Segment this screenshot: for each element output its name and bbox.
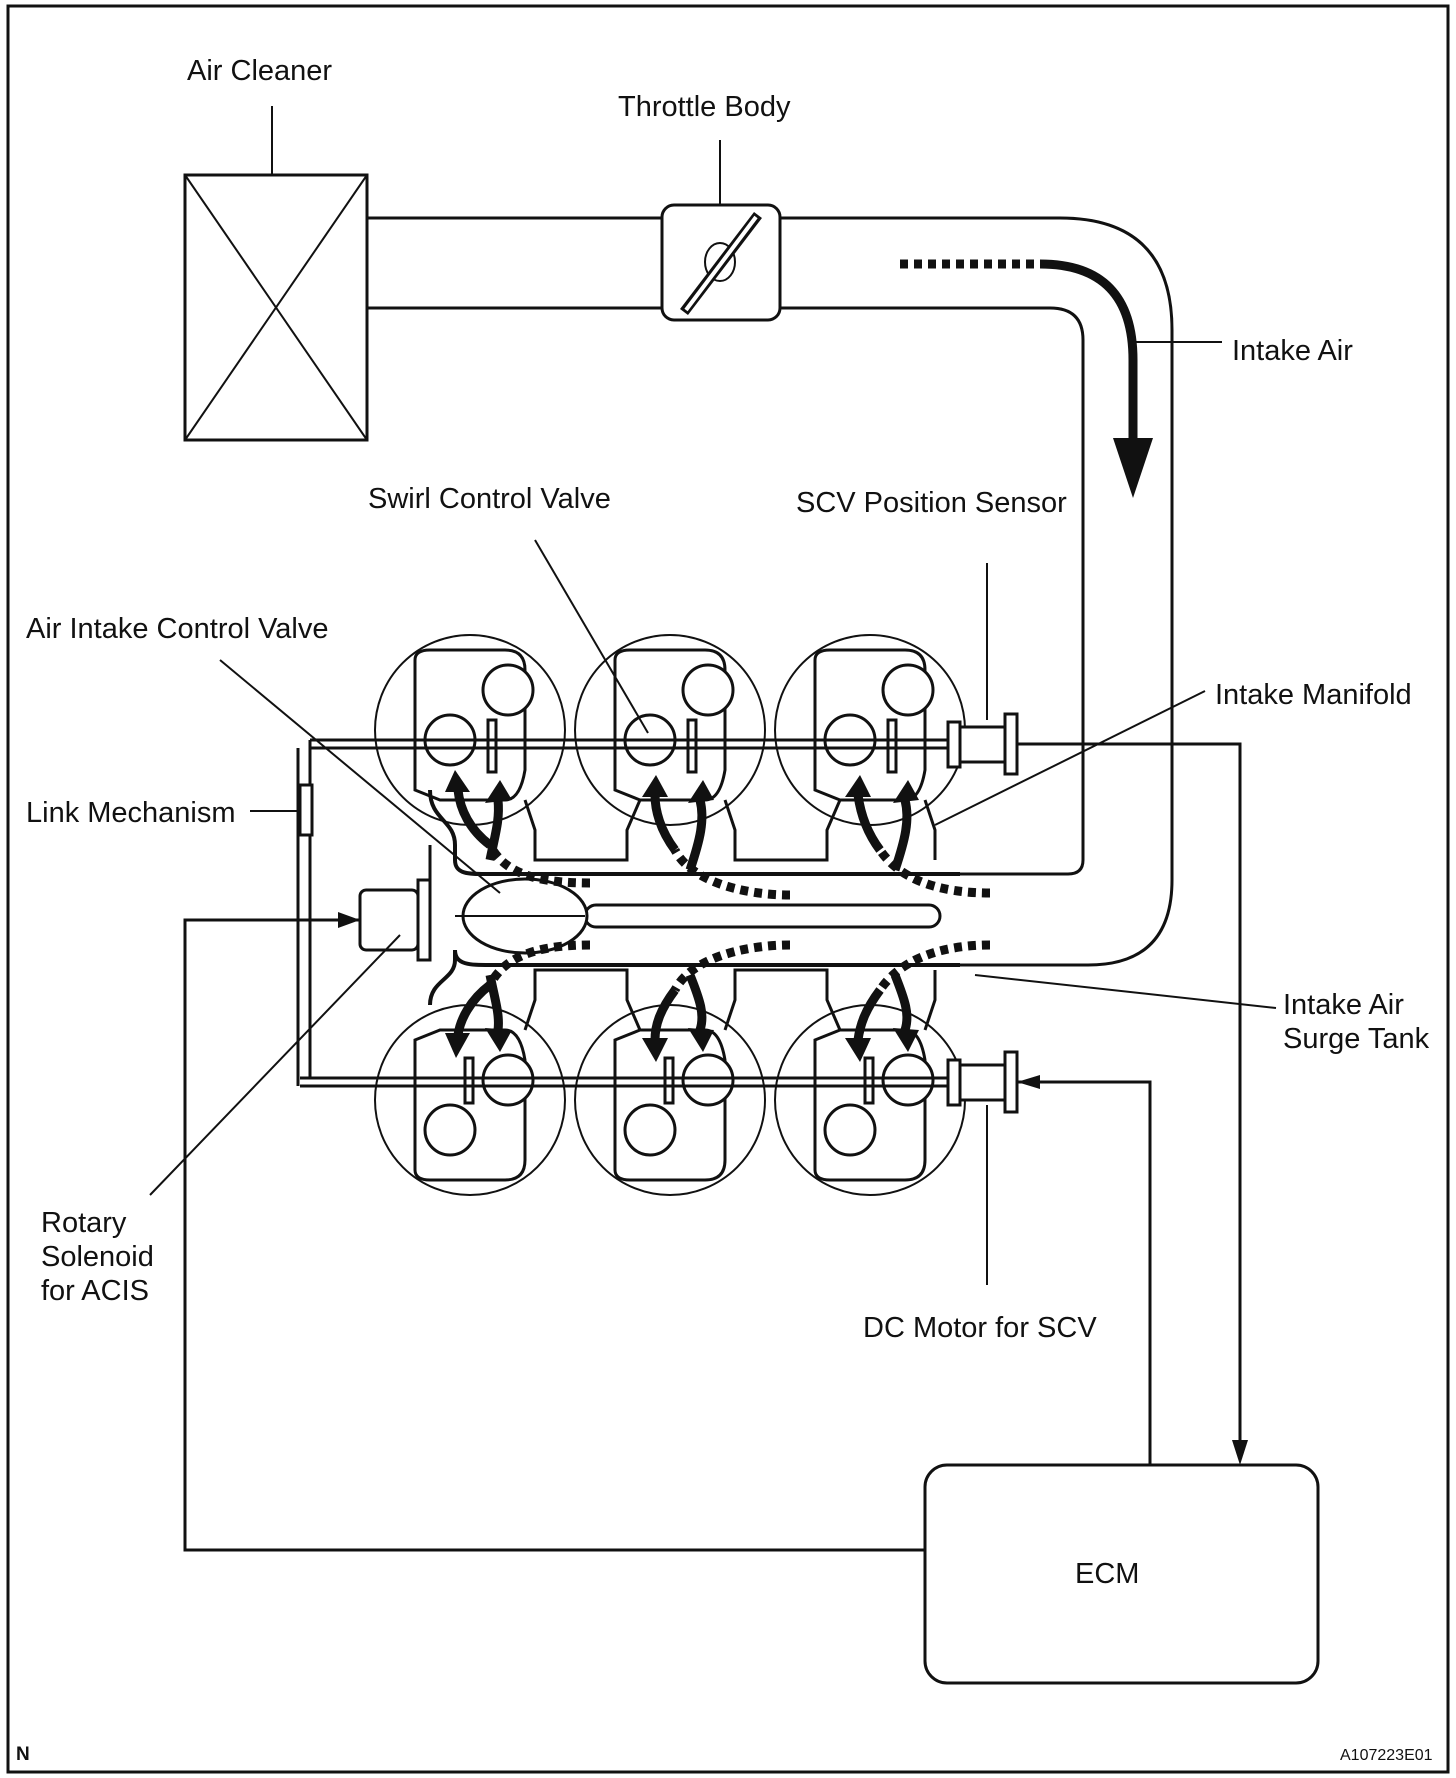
figure-id: A107223E01 [1340,1747,1433,1764]
label-ecm: ECM [1075,1558,1139,1590]
leader-lines [149,539,1277,1285]
corner-mark: N [16,1744,30,1765]
air-intake-control-valve [455,877,942,955]
air-cleaner [183,173,369,442]
label-air-intake-control-valve: Air Intake Control Valve [26,613,329,645]
manifold-flow-arrows [445,770,991,1062]
label-rotary-solenoid-line2: Solenoid [41,1241,154,1273]
label-intake-manifold: Intake Manifold [1215,679,1412,711]
label-link-mechanism: Link Mechanism [26,797,236,829]
label-surge-tank-line1: Intake Air [1283,989,1404,1021]
label-rotary-solenoid-line3: for ACIS [41,1275,149,1307]
label-air-cleaner: Air Cleaner [187,55,332,87]
label-rotary-solenoid-line1: Rotary [41,1207,127,1239]
ecm-wiring [183,742,1248,1552]
label-intake-air: Intake Air [1232,335,1353,367]
label-throttle-body: Throttle Body [618,91,791,123]
cylinder-bank-top [310,634,966,862]
scv-position-sensor [946,712,1019,776]
link-mechanism [296,740,314,1086]
cylinder-bank-bottom [300,968,966,1196]
diagram-frame [6,4,1450,1774]
label-dc-motor-for-scv: DC Motor for SCV [863,1312,1097,1344]
throttle-body [660,203,782,322]
intake-air-flow-arrow [900,259,1153,498]
label-swirl-control-valve: Swirl Control Valve [368,483,611,515]
dc-motor-for-scv [946,1050,1019,1114]
ecm-box [923,1463,1320,1685]
label-scv-position-sensor: SCV Position Sensor [796,487,1067,519]
rotary-solenoid [358,878,432,962]
intake-duct [367,216,1174,967]
label-surge-tank-line2: Surge Tank [1283,1023,1430,1055]
